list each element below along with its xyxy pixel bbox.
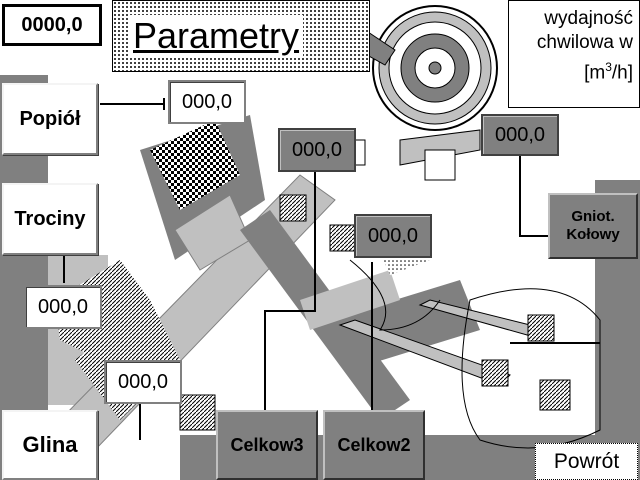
celkow2-button-label: Celkow2 [337,434,411,455]
counter-display: 0000,0 [2,4,102,46]
trociny-value-box[interactable]: 000,0 [24,285,102,329]
rate-label-line2: chwilowa w [536,32,633,53]
gniot-value-box[interactable]: 000,0 [481,114,559,156]
popiol-button[interactable]: Popiół [2,83,98,155]
gniot-button-label-line2: Kołowy [566,226,620,243]
celkow3-button[interactable]: Celkow3 [216,410,318,480]
conveyor2-value-box[interactable]: 000,0 [354,214,432,258]
page-title: Parametry [133,15,300,56]
rate-label: wydajność chwilowa w [m3/h] [508,0,640,108]
title-panel: Parametry [112,0,370,72]
trociny-button-label: Trociny [14,207,86,230]
powrot-button[interactable]: Powrót [535,443,638,480]
popiol-value-box[interactable]: 000,0 [168,80,246,124]
powrot-button-label: Powrót [553,449,620,473]
trociny-value: 000,0 [37,295,89,318]
rate-label-line1: wydajność [544,8,633,29]
counter-value: 0000,0 [21,13,83,36]
glina-button[interactable]: Glina [2,410,98,480]
popiol-value: 000,0 [181,90,233,113]
celkow3-button-label: Celkow3 [230,434,304,455]
conveyor1-value-box[interactable]: 000,0 [278,128,356,172]
glina-value-box[interactable]: 000,0 [104,360,182,404]
gniot-button-label-line1: Gniot. [571,208,615,225]
gniot-value: 000,0 [494,123,546,146]
celkow2-button[interactable]: Celkow2 [323,410,425,480]
glina-value: 000,0 [117,370,169,393]
popiol-button-label: Popiół [19,107,81,130]
conveyor2-value: 000,0 [367,224,419,247]
glina-button-label: Glina [22,432,78,457]
gniot-kolowy-button[interactable]: Gniot. Kołowy [548,193,638,259]
conveyor1-value: 000,0 [291,138,343,161]
rate-label-line3: [m3/h] [584,60,633,84]
trociny-button[interactable]: Trociny [2,183,98,255]
